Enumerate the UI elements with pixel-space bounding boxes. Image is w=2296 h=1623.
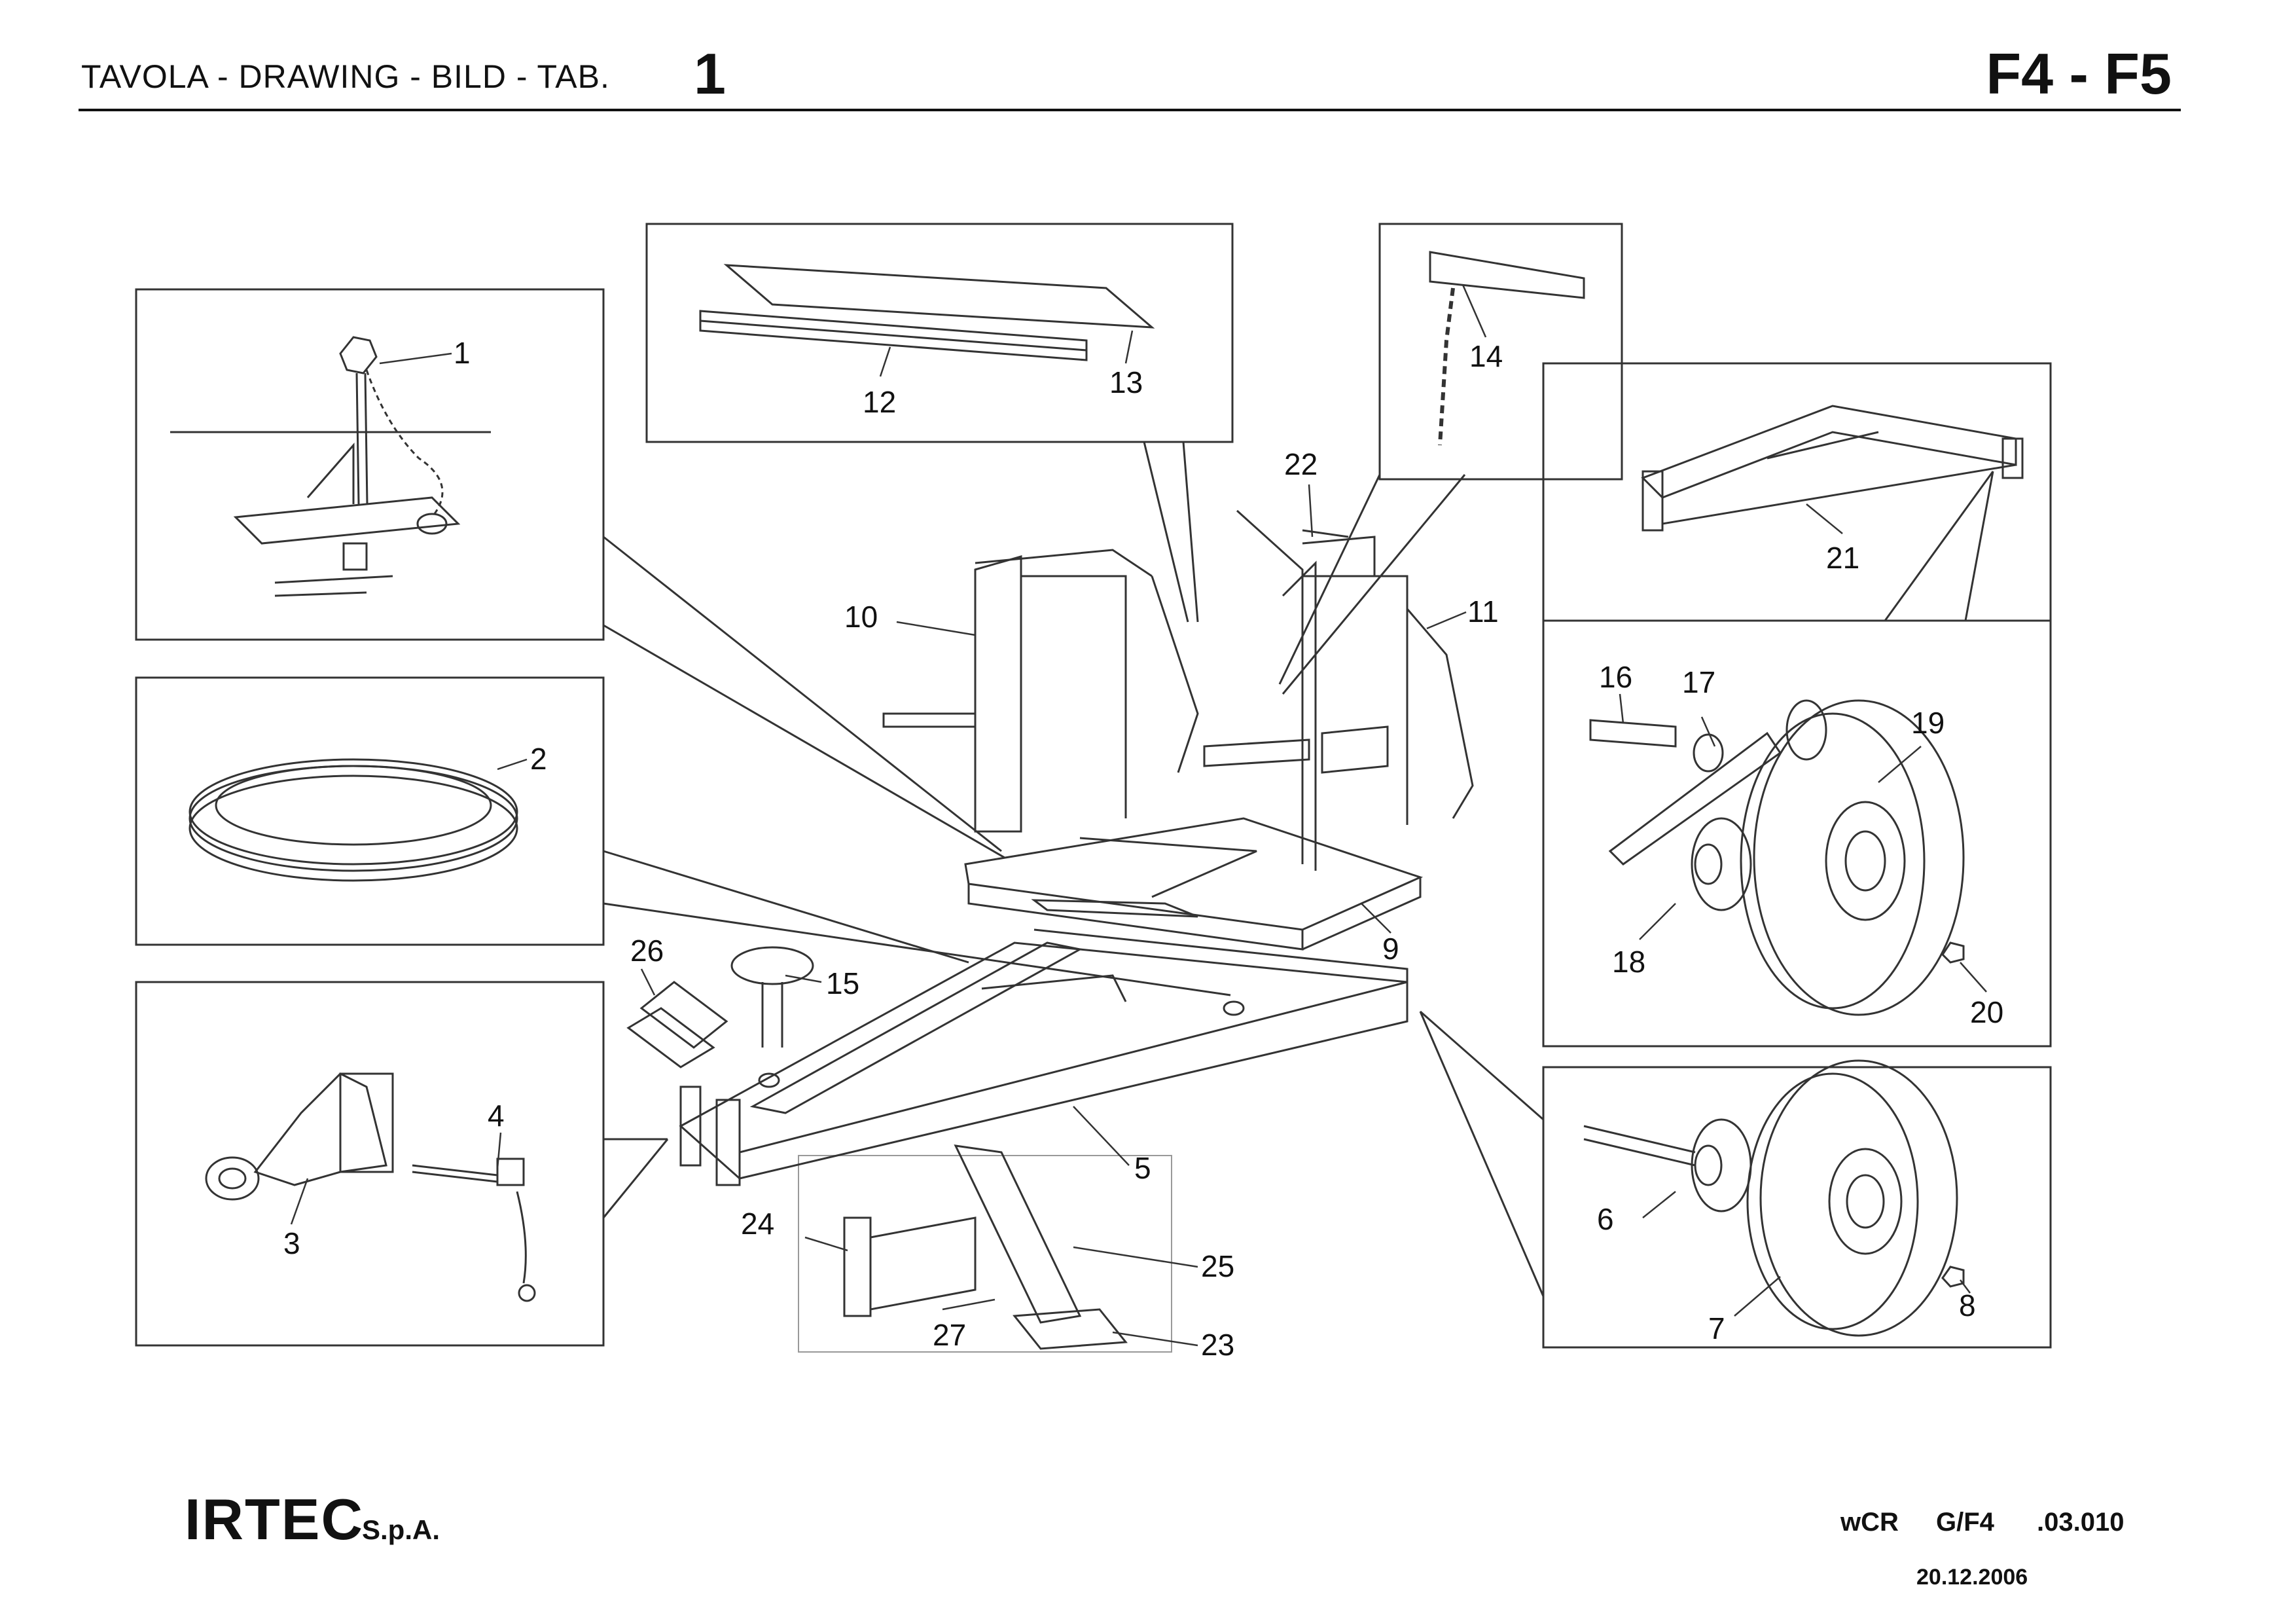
part-label-24: 24 <box>741 1207 774 1241</box>
part-label-15: 15 <box>826 966 859 1000</box>
part-label-10: 10 <box>844 600 878 634</box>
part-label-14: 14 <box>1469 339 1503 373</box>
detail-box-chain <box>1378 223 1623 481</box>
drawing-code-prefix: wCR <box>1840 1508 1899 1537</box>
header-rule <box>79 109 2181 111</box>
part-label-17: 17 <box>1682 665 1715 699</box>
part-label-16: 16 <box>1599 660 1632 694</box>
detail-box-hitch-pin <box>135 288 605 641</box>
detail-box-wheel-hub <box>1542 1066 2052 1349</box>
part-label-9: 9 <box>1382 932 1399 966</box>
part-label-11: 11 <box>1467 594 1499 629</box>
table-title: TAVOLA - DRAWING - BILD - TAB. <box>81 58 610 95</box>
part-label-5: 5 <box>1134 1151 1151 1185</box>
part-label-3: 3 <box>283 1226 300 1260</box>
detail-box-rail <box>645 223 1234 443</box>
detail-box-axle-beam <box>1542 362 2052 622</box>
detail-box-suspension-wheel <box>1542 619 2052 1048</box>
part-label-27: 27 <box>933 1318 966 1352</box>
part-label-23: 23 <box>1201 1328 1234 1362</box>
drawing-code-group: G/F4 <box>1936 1508 1994 1537</box>
drawing-date: 20.12.2006 <box>1916 1565 2028 1590</box>
part-label-13: 13 <box>1109 365 1143 399</box>
table-number: 1 <box>694 41 726 106</box>
part-label-1: 1 <box>454 336 471 370</box>
part-label-22: 22 <box>1284 447 1318 481</box>
company-name: IRTEC <box>185 1487 364 1552</box>
detail-box-tow-eye <box>135 981 605 1347</box>
part-label-6: 6 <box>1597 1202 1614 1236</box>
detail-box-slewing-ring <box>135 676 605 946</box>
part-label-12: 12 <box>863 385 896 419</box>
part-label-19: 19 <box>1911 706 1945 740</box>
company-suffix: S.p.A. <box>362 1514 440 1545</box>
drawing-code-number: .03.010 <box>2037 1508 2125 1537</box>
part-label-25: 25 <box>1201 1249 1234 1283</box>
part-label-26: 26 <box>630 934 664 968</box>
part-label-4: 4 <box>488 1099 505 1133</box>
part-label-7: 7 <box>1708 1311 1725 1345</box>
part-label-20: 20 <box>1970 995 2003 1029</box>
model-codes: F4 - F5 <box>1986 41 2172 106</box>
detail-box-jack <box>798 1155 1172 1353</box>
part-label-2: 2 <box>530 742 547 776</box>
part-label-21: 21 <box>1826 541 1859 575</box>
part-label-18: 18 <box>1612 945 1645 979</box>
part-label-8: 8 <box>1959 1288 1976 1322</box>
